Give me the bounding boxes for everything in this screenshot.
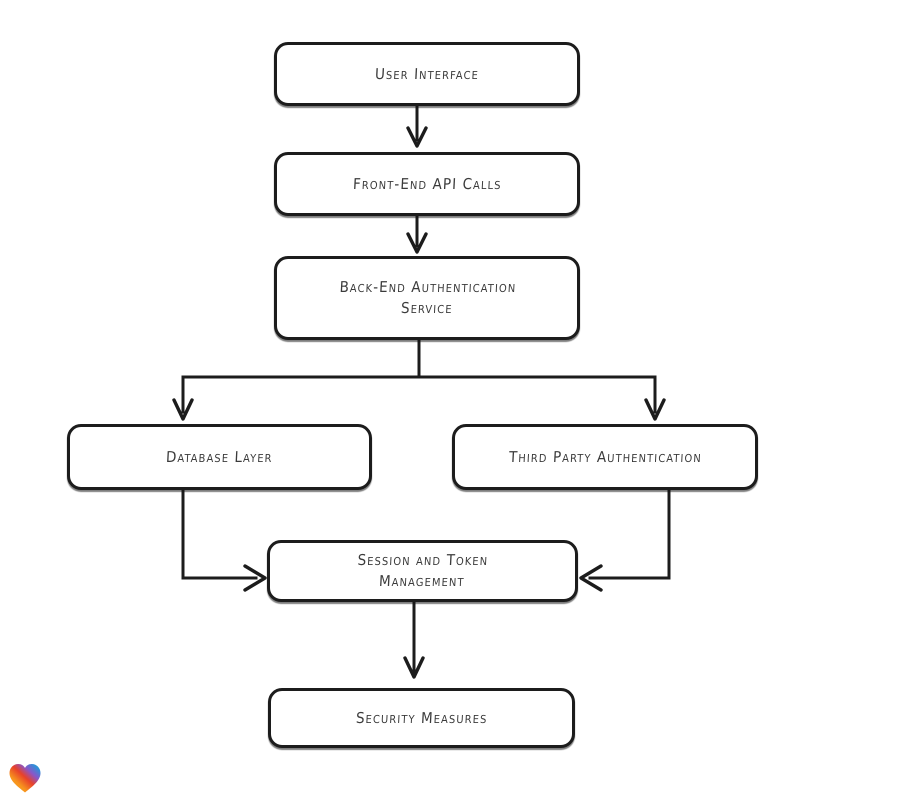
node-label: Third Party Authentication: [508, 447, 702, 466]
node-database-layer[interactable]: Database Layer: [67, 424, 372, 490]
node-label: Front-End API Calls: [352, 174, 502, 193]
node-label: Back-End Authentication Service: [338, 278, 517, 317]
arrowhead-db-into-session: [243, 564, 267, 592]
node-backend-auth-service[interactable]: Back-End Authentication Service: [274, 256, 580, 340]
arrowhead-branch-right: [644, 398, 666, 421]
arrowhead-ui-to-api: [406, 126, 428, 148]
arrowhead-branch-left: [172, 398, 194, 421]
arrowhead-session-to-security: [403, 656, 425, 679]
node-security-measures[interactable]: Security Measures: [268, 688, 575, 748]
node-user-interface[interactable]: User Interface: [274, 42, 580, 106]
gradient-heart-icon: [9, 764, 41, 793]
node-session-token-management[interactable]: Session and Token Management: [267, 540, 578, 602]
node-label: Security Measures: [355, 708, 488, 727]
node-frontend-api-calls[interactable]: Front-End API Calls: [274, 152, 580, 216]
arrowhead-third-into-session: [579, 564, 603, 592]
node-label: User Interface: [374, 64, 480, 83]
node-third-party-authentication[interactable]: Third Party Authentication: [452, 424, 758, 490]
node-label: Database Layer: [165, 447, 274, 466]
arrowhead-api-to-backend: [406, 232, 428, 254]
node-label: Session and Token Management: [357, 551, 489, 590]
